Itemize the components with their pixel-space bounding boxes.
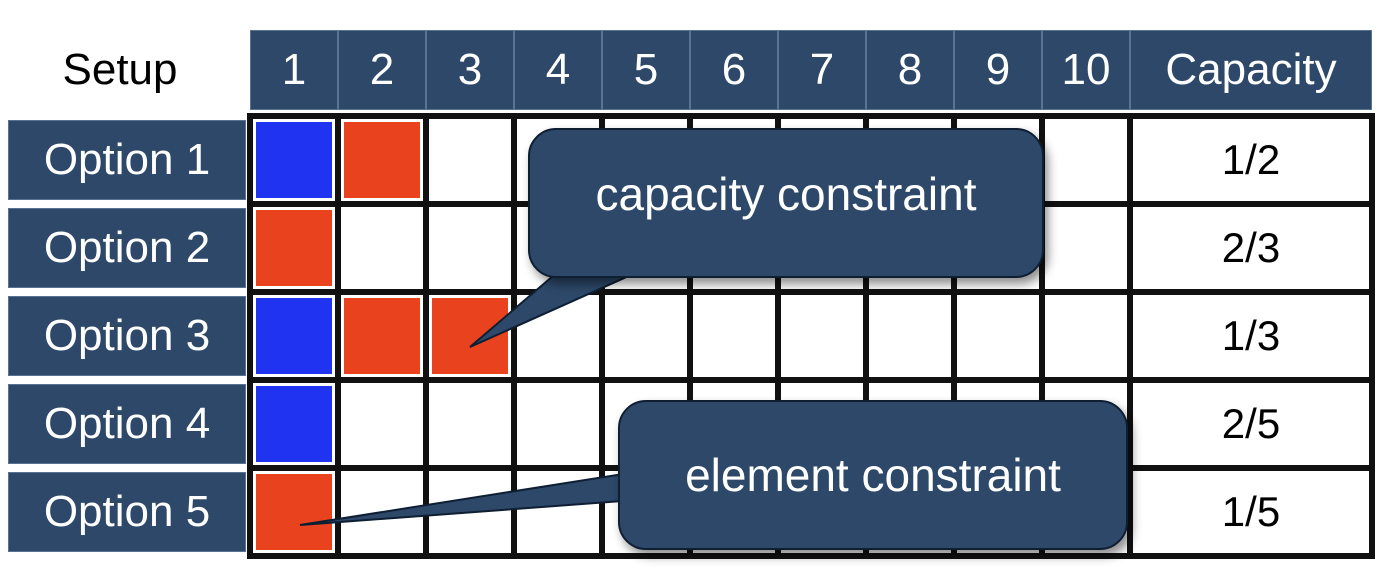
- red-marker: [254, 208, 334, 288]
- column-header-9: 9: [954, 30, 1042, 110]
- column-header-2: 2: [338, 30, 426, 110]
- capacity-header: Capacity: [1130, 30, 1372, 110]
- element-callout-pointer: [299, 470, 637, 526]
- setup-label: Setup: [0, 30, 240, 110]
- column-header-1: 1: [250, 30, 338, 110]
- row-label-option-5: Option 5: [8, 472, 246, 552]
- column-header-10: 10: [1042, 30, 1130, 110]
- column-header-3: 3: [426, 30, 514, 110]
- red-marker: [342, 120, 422, 200]
- grid-cell: [1039, 201, 1133, 295]
- row-label-option-1: Option 1: [8, 120, 246, 200]
- column-header-6: 6: [690, 30, 778, 110]
- capacity-value: 2/5: [1127, 377, 1375, 471]
- element-constraint-callout: element constraint: [618, 400, 1128, 550]
- blue-marker: [254, 384, 334, 464]
- red-marker: [342, 296, 422, 376]
- grid-cell: [951, 289, 1045, 383]
- column-header-4: 4: [514, 30, 602, 110]
- row-label-option-2: Option 2: [8, 208, 246, 288]
- capacity-value: 1/5: [1127, 465, 1375, 559]
- column-header-5: 5: [602, 30, 690, 110]
- row-label-option-3: Option 3: [8, 296, 246, 376]
- column-header-7: 7: [778, 30, 866, 110]
- red-marker: [254, 472, 334, 552]
- blue-marker: [254, 120, 334, 200]
- row-label-option-4: Option 4: [8, 384, 246, 464]
- capacity-value: 1/2: [1127, 113, 1375, 207]
- grid-cell: [511, 377, 605, 471]
- blue-marker: [254, 296, 334, 376]
- capacity-constraint-callout: capacity constraint: [528, 128, 1044, 278]
- column-header-8: 8: [866, 30, 954, 110]
